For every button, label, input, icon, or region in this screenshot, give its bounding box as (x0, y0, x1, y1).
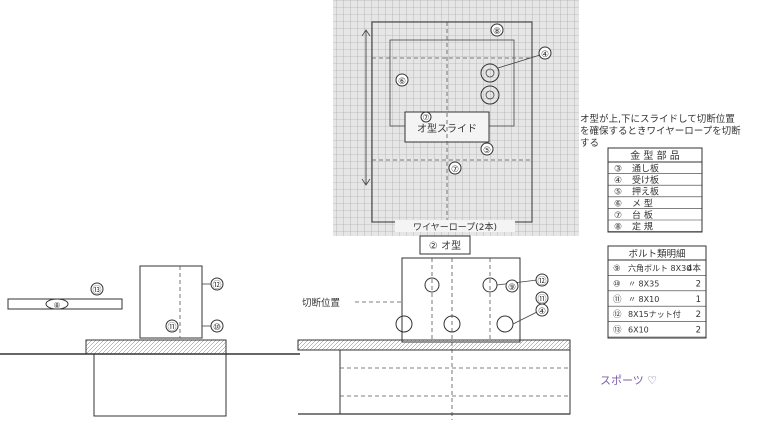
parts-row-num: ⑦ (614, 211, 622, 221)
front-callout-12: ⑫ (537, 276, 546, 287)
parts-table: 金 型 部 品 ③ 通し板 ④ 受け板 ⑤ 押え板 ⑥ メ 型 ⑦ 台 板 ⑧ 定 規 (607, 147, 703, 233)
side-callout-8: ⑧ (53, 301, 60, 310)
callout-bubble (210, 319, 224, 333)
top-view: オ型スライド ⑧ ④ ⑥ ⑦ ⑤ ⑦ ワイヤーロープ(2本) (333, 0, 579, 236)
rope-bar (7, 298, 123, 310)
dimension-arrow (361, 178, 371, 186)
bolt-row-spec: 8X15ナット付 (628, 309, 681, 319)
front-view: ② オ型 ⑫ ⑨ ⑪ ④ 切断位置 (297, 235, 571, 420)
bolt-head (496, 315, 514, 333)
parts-row-num: ⑥ (614, 199, 622, 209)
bolt-row-num: ⑩ (613, 279, 621, 289)
callout-bubble (210, 277, 224, 291)
leader-line (497, 54, 541, 69)
wire-label-bg (395, 220, 515, 232)
callout-bubble (505, 279, 519, 293)
bolt-row-spec: 六角ボルト 8X30 (628, 263, 691, 273)
parts-row-name: 受け板 (632, 174, 659, 186)
side-base-block (93, 353, 227, 417)
callout-7: ⑦ (451, 165, 459, 175)
side-callout-13: ⑬ (92, 285, 101, 296)
bolt-row-qty: 1 (696, 295, 701, 305)
callout-bubble (420, 111, 432, 123)
side-callout-10: ⑩ (213, 323, 221, 333)
callout-bubble (535, 273, 549, 287)
callout-bubble (165, 319, 179, 333)
base-block (339, 349, 571, 415)
note-line-1: オ型が上,下にスライドして切断位置 (580, 113, 735, 125)
side-callout-12: ⑫ (212, 280, 221, 291)
side-base-plate (85, 339, 227, 355)
side-die-body (139, 265, 203, 339)
parts-row-name: 台 板 (632, 209, 653, 221)
bolt-row-qty: 2 (696, 279, 701, 289)
callout-7-small: ⑦ (422, 113, 429, 122)
bolt-row-spec: 〃 8X35 (628, 279, 659, 288)
base-plate (297, 339, 571, 351)
bolt-row-num: ⑪ (613, 295, 622, 305)
bolt-table-title: ボルト類明細 (628, 248, 685, 260)
callout-4: ④ (541, 50, 549, 60)
parts-row-num: ⑤ (614, 188, 622, 198)
bolt-row-spec: 〃 8X10 (628, 295, 659, 304)
parts-row-num: ④ (614, 176, 622, 186)
parts-row-num: ③ (614, 165, 622, 175)
front-callout-11: ⑪ (537, 294, 546, 305)
bolt-row-num: ⑬ (613, 326, 622, 336)
cut-position-label: 切断位置 (302, 297, 340, 309)
bolt-row-qty: 2 (696, 310, 701, 320)
bolt-head (424, 277, 440, 293)
bolt-hole-inner (485, 90, 495, 100)
parts-row-num: ⑧ (614, 223, 622, 233)
note-line-3: する (580, 138, 599, 149)
wire-rope-label: ワイヤーロープ(2本) (413, 221, 497, 233)
bolt-row-num: ⑫ (613, 310, 622, 320)
parts-row-name: 押え板 (632, 186, 659, 198)
bolt-row-qty: 2 (696, 326, 701, 336)
front-callout-4: ④ (538, 307, 546, 317)
callout-bubble (480, 142, 494, 156)
callout-bubble (535, 303, 549, 317)
callout-bubble (395, 73, 409, 87)
bolt-hole-inner (485, 68, 495, 78)
note-line-2: を確保するときワイヤーロープを切断 (580, 125, 741, 137)
bolt-hole (480, 63, 500, 83)
callout-8: ⑧ (493, 27, 501, 37)
parts-row-name: メ 型 (632, 198, 653, 209)
leader-line (512, 311, 538, 325)
callout-5: ⑤ (483, 146, 491, 156)
front-callout-9: ⑨ (508, 283, 516, 293)
bolt-hole (480, 85, 500, 105)
punch-label-box (419, 235, 471, 255)
callout-bubble (490, 23, 504, 37)
side-view: ⑧ ⑬ ⑫ ⑪ ⑩ (0, 265, 300, 417)
bolt-head (443, 315, 461, 333)
callout-bubble (448, 161, 462, 175)
callout-bubble (90, 282, 104, 296)
bolt-row-spec: 6X10 (628, 326, 649, 335)
die-body (401, 257, 521, 343)
handwriting-note: スポーツ ♡ (600, 374, 657, 387)
punch-label: ② オ型 (429, 239, 461, 252)
note-text: オ型が上,下にスライドして切断位置 を確保するときワイヤーロープを切断 する (580, 113, 741, 149)
parts-table-title: 金 型 部 品 (630, 149, 680, 162)
bolt-head (395, 315, 413, 333)
parts-row-name: 通し板 (632, 163, 659, 175)
bolt-row-num: ⑨ (613, 264, 621, 274)
bolt-table-frame (607, 245, 707, 339)
callout-bubble (538, 46, 552, 60)
parts-row-name: 定 規 (632, 221, 653, 233)
callout-6: ⑥ (398, 77, 406, 87)
side-callout-11: ⑪ (167, 322, 176, 333)
bolt-row-qty: 4本 (687, 263, 701, 274)
callout-bubble (45, 298, 69, 310)
dimension-arrow (361, 29, 371, 37)
